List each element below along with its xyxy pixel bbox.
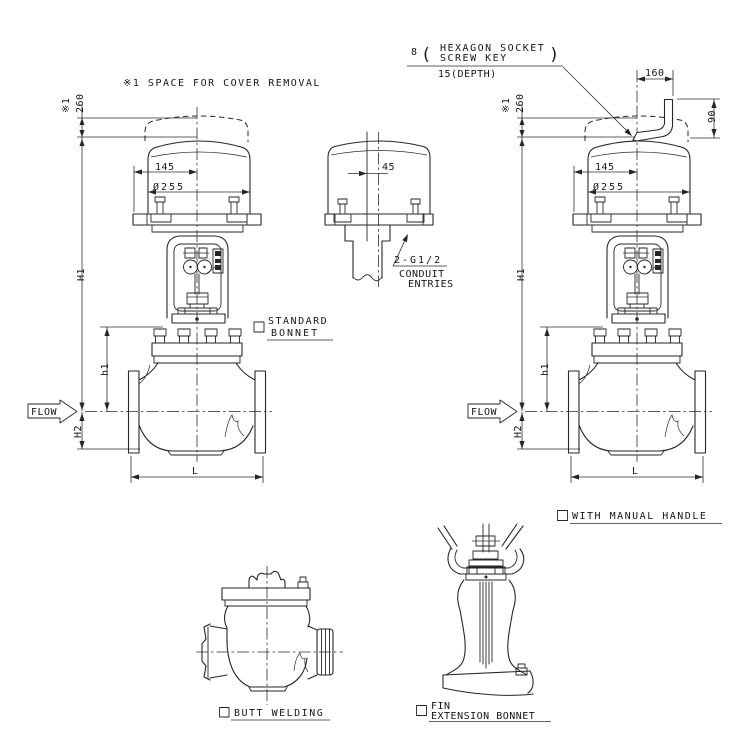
caption-standard-bonnet-line2: BONNET bbox=[271, 328, 319, 339]
valve-figure-with-manual-handle bbox=[467, 92, 713, 484]
manual-handle-details: 160 90 8 ( HEXAGON SOCKET SCREW KEY ) 15… bbox=[407, 43, 720, 142]
dim-conduit-offset: 45 bbox=[382, 162, 395, 173]
butt-welding-figure: BUTT WELDING bbox=[196, 566, 343, 721]
hex-size: 8 bbox=[411, 47, 418, 58]
hex-paren-close: ) bbox=[549, 45, 559, 65]
conduit-line1: 2-G1/2 bbox=[394, 255, 442, 266]
note-cover-removal: ※1 SPACE FOR COVER REMOVAL bbox=[123, 78, 321, 89]
hex-line1: HEXAGON SOCKET bbox=[440, 43, 545, 54]
side-base-band bbox=[324, 213, 434, 226]
bonnet-top-profile bbox=[248, 570, 286, 589]
butt-weld-end-right bbox=[307, 625, 334, 680]
caption-square-icon bbox=[253, 321, 265, 333]
caption-fin-line1: FIN bbox=[431, 701, 451, 712]
fin-bonnet-body bbox=[445, 579, 528, 676]
conduit-line3: ENTRIES bbox=[408, 279, 454, 290]
dim-key-reach: 160 bbox=[645, 68, 665, 79]
hex-leader-line bbox=[562, 66, 632, 136]
caption-standard-bonnet-line1: STANDARD bbox=[268, 316, 328, 327]
butt-weld-end-left bbox=[201, 623, 228, 681]
conduit-line2: CONDUIT bbox=[399, 269, 445, 280]
hex-socket-callout: 8 ( HEXAGON SOCKET SCREW KEY ) 15(DEPTH) bbox=[407, 43, 632, 136]
hex-paren-open: ( bbox=[421, 45, 431, 65]
side-bolt-lug-right bbox=[406, 198, 425, 223]
hex-key bbox=[632, 98, 674, 142]
yoke-break-line bbox=[352, 274, 383, 282]
yoke-legs bbox=[437, 523, 525, 575]
caption-standard-bonnet: STANDARD BONNET bbox=[253, 316, 333, 341]
hex-line2: SCREW KEY bbox=[440, 53, 508, 64]
caption-fin-line2: EXTENSION BONNET bbox=[431, 711, 535, 722]
caption-with-manual-handle-text: WITH MANUAL HANDLE bbox=[572, 511, 707, 522]
caption-fin-extension-bonnet: FIN EXTENSION BONNET bbox=[416, 701, 551, 722]
caption-square-icon bbox=[219, 707, 230, 718]
conduit-entries-callout: 2-G1/2 CONDUIT ENTRIES bbox=[392, 234, 454, 290]
hex-depth: 15(DEPTH) bbox=[438, 69, 497, 80]
bw-bonnet-flange bbox=[221, 587, 311, 601]
caption-butt-welding-text: BUTT WELDING bbox=[234, 708, 324, 719]
dim-key-height: 90 bbox=[707, 110, 718, 123]
caption-butt-welding: BUTT WELDING bbox=[219, 707, 330, 721]
caption-with-manual-handle: WITH MANUAL HANDLE bbox=[557, 510, 722, 524]
valve-figure-standard-bonnet bbox=[27, 92, 273, 484]
actuator-side-view-figure: 45 2-G1/2 CONDUIT ENTRIES bbox=[324, 131, 454, 290]
caption-square-icon bbox=[416, 705, 427, 716]
fin-stem-assembly bbox=[465, 523, 507, 581]
packing-bolt bbox=[297, 581, 309, 589]
fin-extension-bonnet-figure: FIN EXTENSION BONNET bbox=[416, 523, 551, 722]
fin-bottom-flange bbox=[442, 663, 534, 696]
side-bolt-lug-left bbox=[333, 198, 352, 223]
caption-square-icon bbox=[557, 510, 568, 521]
bw-body-bottom bbox=[226, 639, 308, 688]
